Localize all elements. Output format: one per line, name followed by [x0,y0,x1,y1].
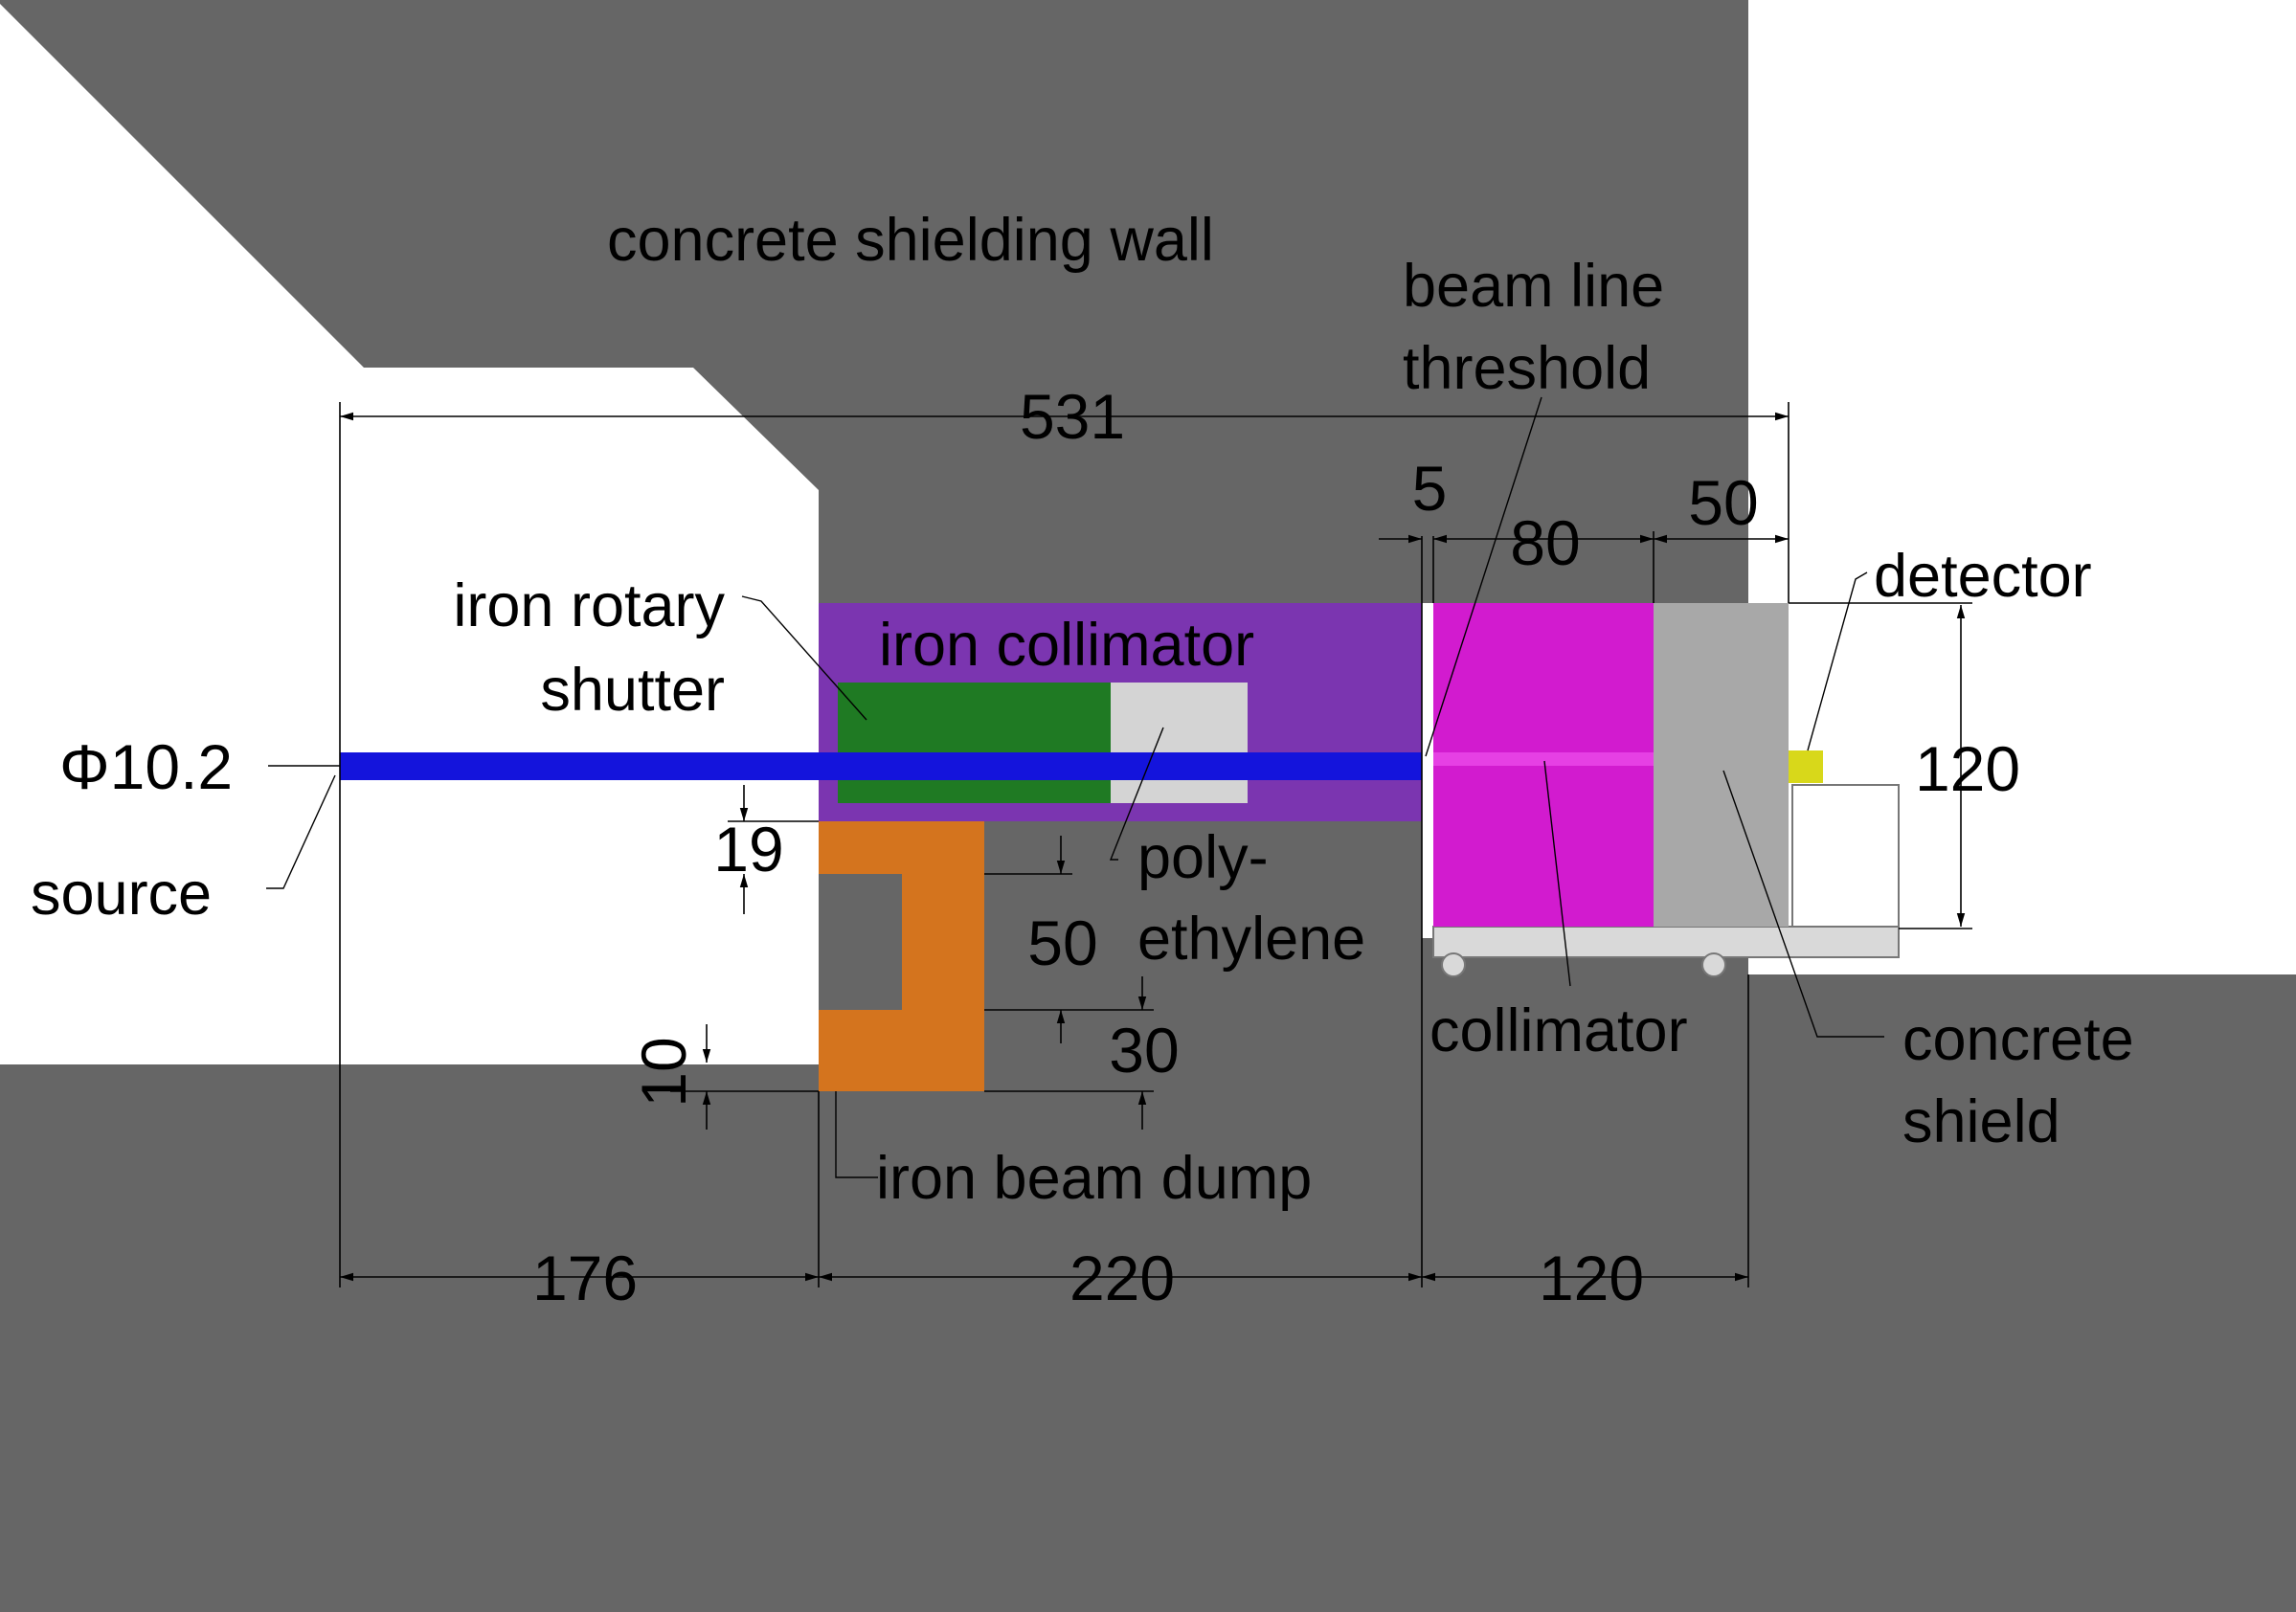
dim-120-horiz-value: 120 [1539,1243,1644,1313]
iron-rotary-shutter [838,683,1111,803]
leader-collimator [1543,760,1571,987]
dim-531-value: 531 [1020,381,1125,452]
beam-line-threshold-gap [1422,603,1433,938]
beam-line-threshold-label-1: beam line [1403,253,1664,320]
iron-rotary-shutter-label-1: iron rotary [453,572,725,639]
leader-lines [266,396,1884,1178]
iron-rotary-shutter-label-2: shutter [540,657,725,724]
leader-dump [835,1091,878,1178]
iron-collimator-label: iron collimator [879,612,1254,679]
dim-10-value: 10 [628,1037,699,1107]
leader-poly [1109,727,1164,861]
dim-19-value: 19 [713,814,783,884]
iron-beam-dump [819,821,984,1091]
detector-stand [1791,784,1900,928]
dimension-arrows [340,412,1966,1282]
polyethylene-label-2: ethylene [1137,906,1365,973]
source-label: source [31,861,212,928]
polyethylene-block [1111,683,1248,803]
iron-beam-dump-label: iron beam dump [876,1145,1312,1212]
collimator-bore [1433,752,1654,766]
concrete-shielding-wall-label: concrete shielding wall [607,207,1214,274]
dim-80-value: 80 [1510,507,1580,578]
extension-lines [339,402,1972,1287]
dim-30-value: 30 [1109,1015,1179,1086]
leader-shutter [741,595,867,721]
beam-diameter-label: Φ10.2 [59,731,233,802]
polyethylene-label-1: poly- [1137,824,1269,891]
dim-120-vert-value: 120 [1915,733,2020,804]
collimator-cart [1432,926,1900,958]
concrete-shield-label-1: concrete [1902,1006,2134,1073]
detector-label: detector [1874,543,2092,610]
dim-5-value: 5 [1412,453,1448,524]
concrete-shield [1654,603,1789,927]
detector [1789,750,1823,783]
dim-220-value: 220 [1069,1243,1175,1313]
dim-50-top-value: 50 [1688,467,1758,538]
dim-50-dump-value: 50 [1027,907,1097,978]
neutron-beam [340,752,1422,780]
leader-source [266,774,336,889]
cart-wheel-right [1701,952,1726,977]
leader-threshold [1425,396,1542,757]
dim-176-value: 176 [532,1243,638,1313]
collimator-label: collimator [1429,997,1688,1064]
leader-shield [1722,770,1884,1038]
concrete-shield-label-2: shield [1902,1088,2060,1155]
cart-wheel-left [1441,952,1466,977]
leader-detector [1807,571,1868,751]
beam-line-threshold-label-2: threshold [1403,335,1651,402]
